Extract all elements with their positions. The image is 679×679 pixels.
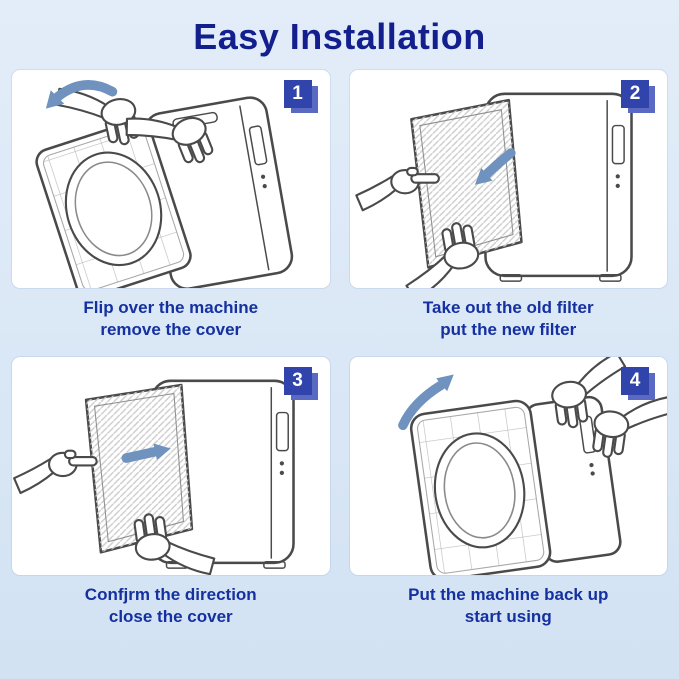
step-3-panel: 3: [12, 357, 330, 576]
steps-grid: 1 Flip over the machine remove the cover: [0, 58, 679, 640]
step-4-panel: 4: [349, 357, 667, 576]
badge-front: 3: [283, 367, 312, 396]
badge-front: 1: [283, 80, 312, 108]
step-3-caption: Confjrm the direction close the cover: [12, 584, 330, 628]
step-number: 4: [629, 370, 641, 392]
step-3: 3 Confjrm the direction close the cover: [12, 357, 330, 640]
step-1-caption: Flip over the machine remove the cover: [12, 297, 330, 341]
step-4-illustration: [397, 357, 667, 576]
caption-line-2: put the new filter: [440, 320, 577, 340]
hand: [125, 116, 214, 164]
caption-line-1: Confjrm the direction: [84, 585, 257, 605]
step-2-illustration: [354, 92, 633, 288]
step-2-panel: 2: [349, 70, 667, 288]
old-filter: [409, 98, 523, 269]
badge-front: 2: [621, 80, 649, 108]
step-2-caption: Take out the old filter put the new filt…: [350, 297, 668, 341]
step-1: 1 Flip over the machine remove the cover: [12, 70, 330, 353]
step-4-caption: Put the machine back up start using: [350, 584, 668, 628]
arrow-icon: [474, 148, 516, 185]
step-4: 4 Put the machine back up start using: [349, 357, 668, 640]
pointing-hand: [354, 166, 440, 212]
step-3-number-badge: 3: [283, 367, 318, 401]
easy-installation-guide: Easy Installation: [0, 16, 679, 640]
arrow-icon: [45, 80, 118, 109]
step-number: 1: [292, 83, 303, 104]
step-number: 2: [629, 83, 641, 104]
caption-line-2: remove the cover: [100, 320, 242, 340]
caption-line-1: Take out the old filter: [422, 298, 594, 317]
hand: [550, 357, 626, 429]
caption-line-1: Flip over the machine: [83, 298, 259, 317]
arrow-icon: [121, 443, 171, 464]
pointing-hand: [13, 449, 98, 495]
hand: [404, 222, 479, 288]
filter-cover: [84, 383, 194, 554]
caption-line-2: start using: [464, 607, 552, 627]
page-title: Easy Installation: [193, 16, 486, 57]
caption-line-1: Put the machine back up: [408, 585, 609, 605]
step-2: 2 Take out the old filter put the new fi…: [349, 70, 668, 353]
hand: [591, 396, 667, 459]
step-3-illustration: [13, 379, 295, 576]
step-number: 3: [292, 370, 303, 392]
step-1-illustration: [35, 80, 294, 288]
hand: [133, 513, 216, 576]
caption-line-2: close the cover: [108, 607, 233, 627]
step-2-number-badge: 2: [621, 80, 655, 114]
step-1-number-badge: 1: [283, 80, 318, 114]
removed-back-cover: [35, 119, 192, 288]
step-4-number-badge: 4: [621, 367, 655, 401]
arrow-icon: [397, 374, 454, 431]
step-1-panel: 1: [12, 70, 330, 288]
air-purifier-assembled: [409, 396, 622, 576]
badge-front: 4: [621, 367, 649, 396]
